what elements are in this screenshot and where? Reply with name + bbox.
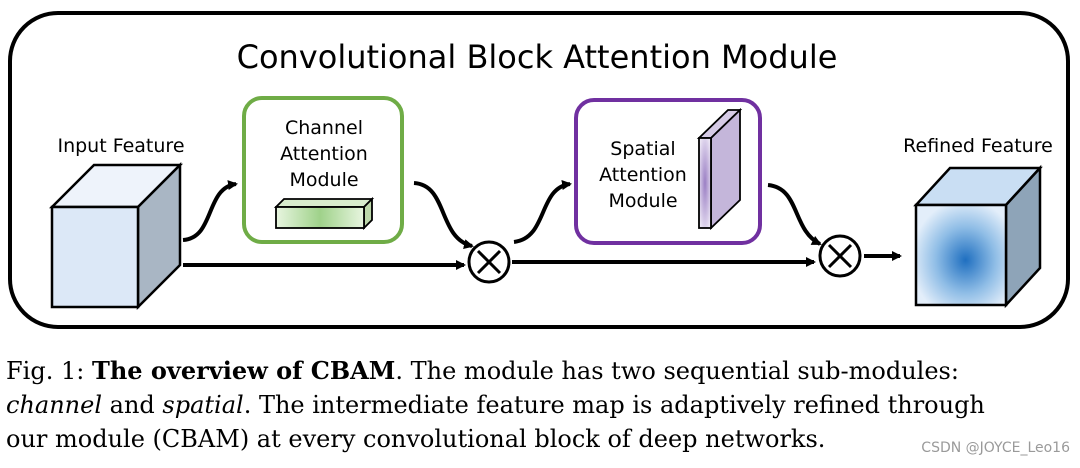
multiply-icon-2: [818, 234, 862, 278]
arrow-channel-to-multiply1: [413, 181, 474, 250]
arrow-spatial-to-multiply2: [767, 183, 822, 246]
arrow-multiply1-to-spatial: [513, 180, 572, 244]
caption-line-3: our module (CBAM) at every convolutional…: [6, 425, 826, 453]
caption-line-1: Fig. 1: The overview of CBAM. The module…: [6, 354, 1076, 388]
caption-line1-rest: . The module has two sequential sub-modu…: [395, 357, 959, 385]
watermark: CSDN @JOYCE_Leo16: [921, 440, 1070, 456]
caption-line-2: channel and spatial. The intermediate fe…: [6, 388, 1076, 422]
input-feature-cube: [48, 161, 184, 311]
spatial-module-line3: Module: [608, 190, 677, 212]
caption-italic-channel: channel: [6, 391, 102, 419]
caption-fig-label: Fig. 1:: [6, 357, 85, 385]
caption-italic-spatial: spatial: [162, 391, 244, 419]
cbam-diagram: Convolutional Block Attention Module Inp…: [8, 11, 1070, 329]
caption-line2-rest: . The intermediate feature map is adapti…: [243, 391, 985, 419]
channel-module-line1: Channel: [285, 117, 363, 139]
caption-and: and: [102, 391, 163, 419]
caption-bold-title: The overview of CBAM: [91, 356, 396, 385]
refined-feature-cube: [913, 164, 1043, 309]
spatial-attention-map: [696, 107, 743, 231]
spatial-module-line2: Attention: [599, 164, 687, 186]
diagram-title: Convolutional Block Attention Module: [237, 38, 838, 76]
channel-module-line3: Module: [289, 169, 358, 191]
arrow-input-to-channel: [182, 180, 238, 242]
outer-frame: [8, 11, 1070, 329]
spatial-module-line1: Spatial: [610, 138, 675, 160]
multiply-icon-1: [467, 240, 511, 284]
figure-caption: Fig. 1: The overview of CBAM. The module…: [6, 354, 1076, 456]
input-feature-label: Input Feature: [57, 135, 184, 157]
channel-attention-bar: [273, 196, 375, 231]
refined-feature-label: Refined Feature: [903, 135, 1053, 157]
channel-module-line2: Attention: [280, 143, 368, 165]
